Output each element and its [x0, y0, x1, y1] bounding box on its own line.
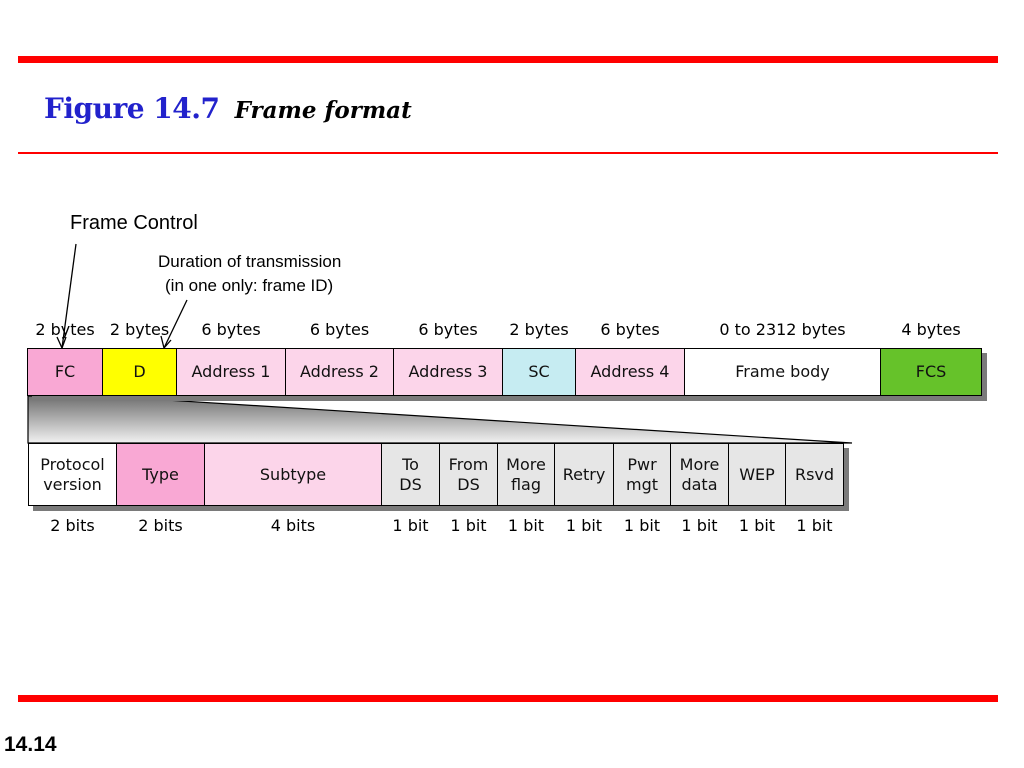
field-type: Type [115, 443, 206, 506]
frame-control-annotation: Frame Control [70, 212, 198, 234]
size-more-data: 1 bit [681, 516, 718, 535]
field-address-4: Address 4 [575, 348, 685, 396]
size-fc: 2 bytes [35, 320, 95, 339]
size-retry: 1 bit [565, 516, 603, 535]
size-sc: 2 bytes [509, 320, 569, 339]
figure-number: Figure 14.7 [44, 92, 220, 125]
field-fcs: FCS [880, 348, 982, 396]
field-to-ds: To DS [380, 443, 441, 506]
fc-expansion-wedge [27, 395, 853, 444]
size-subtype: 4 bits [270, 516, 316, 535]
size-wep: 1 bit [738, 516, 776, 535]
field-wep: WEP [727, 443, 787, 506]
size-fcs: 4 bytes [901, 320, 961, 339]
field-frame-body: Frame body [683, 348, 882, 396]
field-more-flag: More flag [496, 443, 556, 506]
field-subtype: Subtype [204, 443, 382, 506]
size-d: 2 bytes [109, 320, 170, 339]
size-frame-body: 0 to 2312 bytes [719, 320, 846, 339]
field-protocol-version: Protocol version [28, 443, 117, 506]
slide-number: 14.14 [4, 733, 57, 756]
field-fc: FC [27, 348, 103, 396]
size-type: 2 bits [138, 516, 183, 535]
size-to-ds: 1 bit [392, 516, 429, 535]
size-address-1: 6 bytes [201, 320, 261, 339]
field-address-3: Address 3 [393, 348, 503, 396]
size-from-ds: 1 bit [450, 516, 487, 535]
size-rsvd: 1 bit [796, 516, 833, 535]
title-underline-rule [18, 152, 998, 154]
field-address-1: Address 1 [176, 348, 286, 396]
field-d: D [101, 348, 178, 396]
size-address-4: 6 bytes [600, 320, 660, 339]
size-protocol-version: 2 bits [50, 516, 95, 535]
size-address-2: 6 bytes [309, 320, 370, 339]
field-retry: Retry [554, 443, 614, 506]
duration-annotation-line1: Duration of transmission [158, 252, 342, 271]
size-pwr-mgt: 1 bit [623, 516, 661, 535]
size-address-3: 6 bytes [418, 320, 478, 339]
field-more-data: More data [670, 443, 729, 506]
field-address-2: Address 2 [284, 348, 395, 396]
field-rsvd: Rsvd [785, 443, 844, 506]
size-more-flag: 1 bit [507, 516, 545, 535]
figure-title: Figure 14.7 Frame format [44, 92, 412, 125]
field-sc: SC [501, 348, 577, 396]
bottom-red-rule [18, 695, 998, 702]
duration-annotation-line2: (in one only: frame ID) [165, 276, 334, 295]
field-from-ds: From DS [439, 443, 498, 506]
top-red-rule [18, 56, 998, 63]
field-pwr-mgt: Pwr mgt [612, 443, 672, 506]
figure-caption: Frame format [234, 97, 412, 124]
